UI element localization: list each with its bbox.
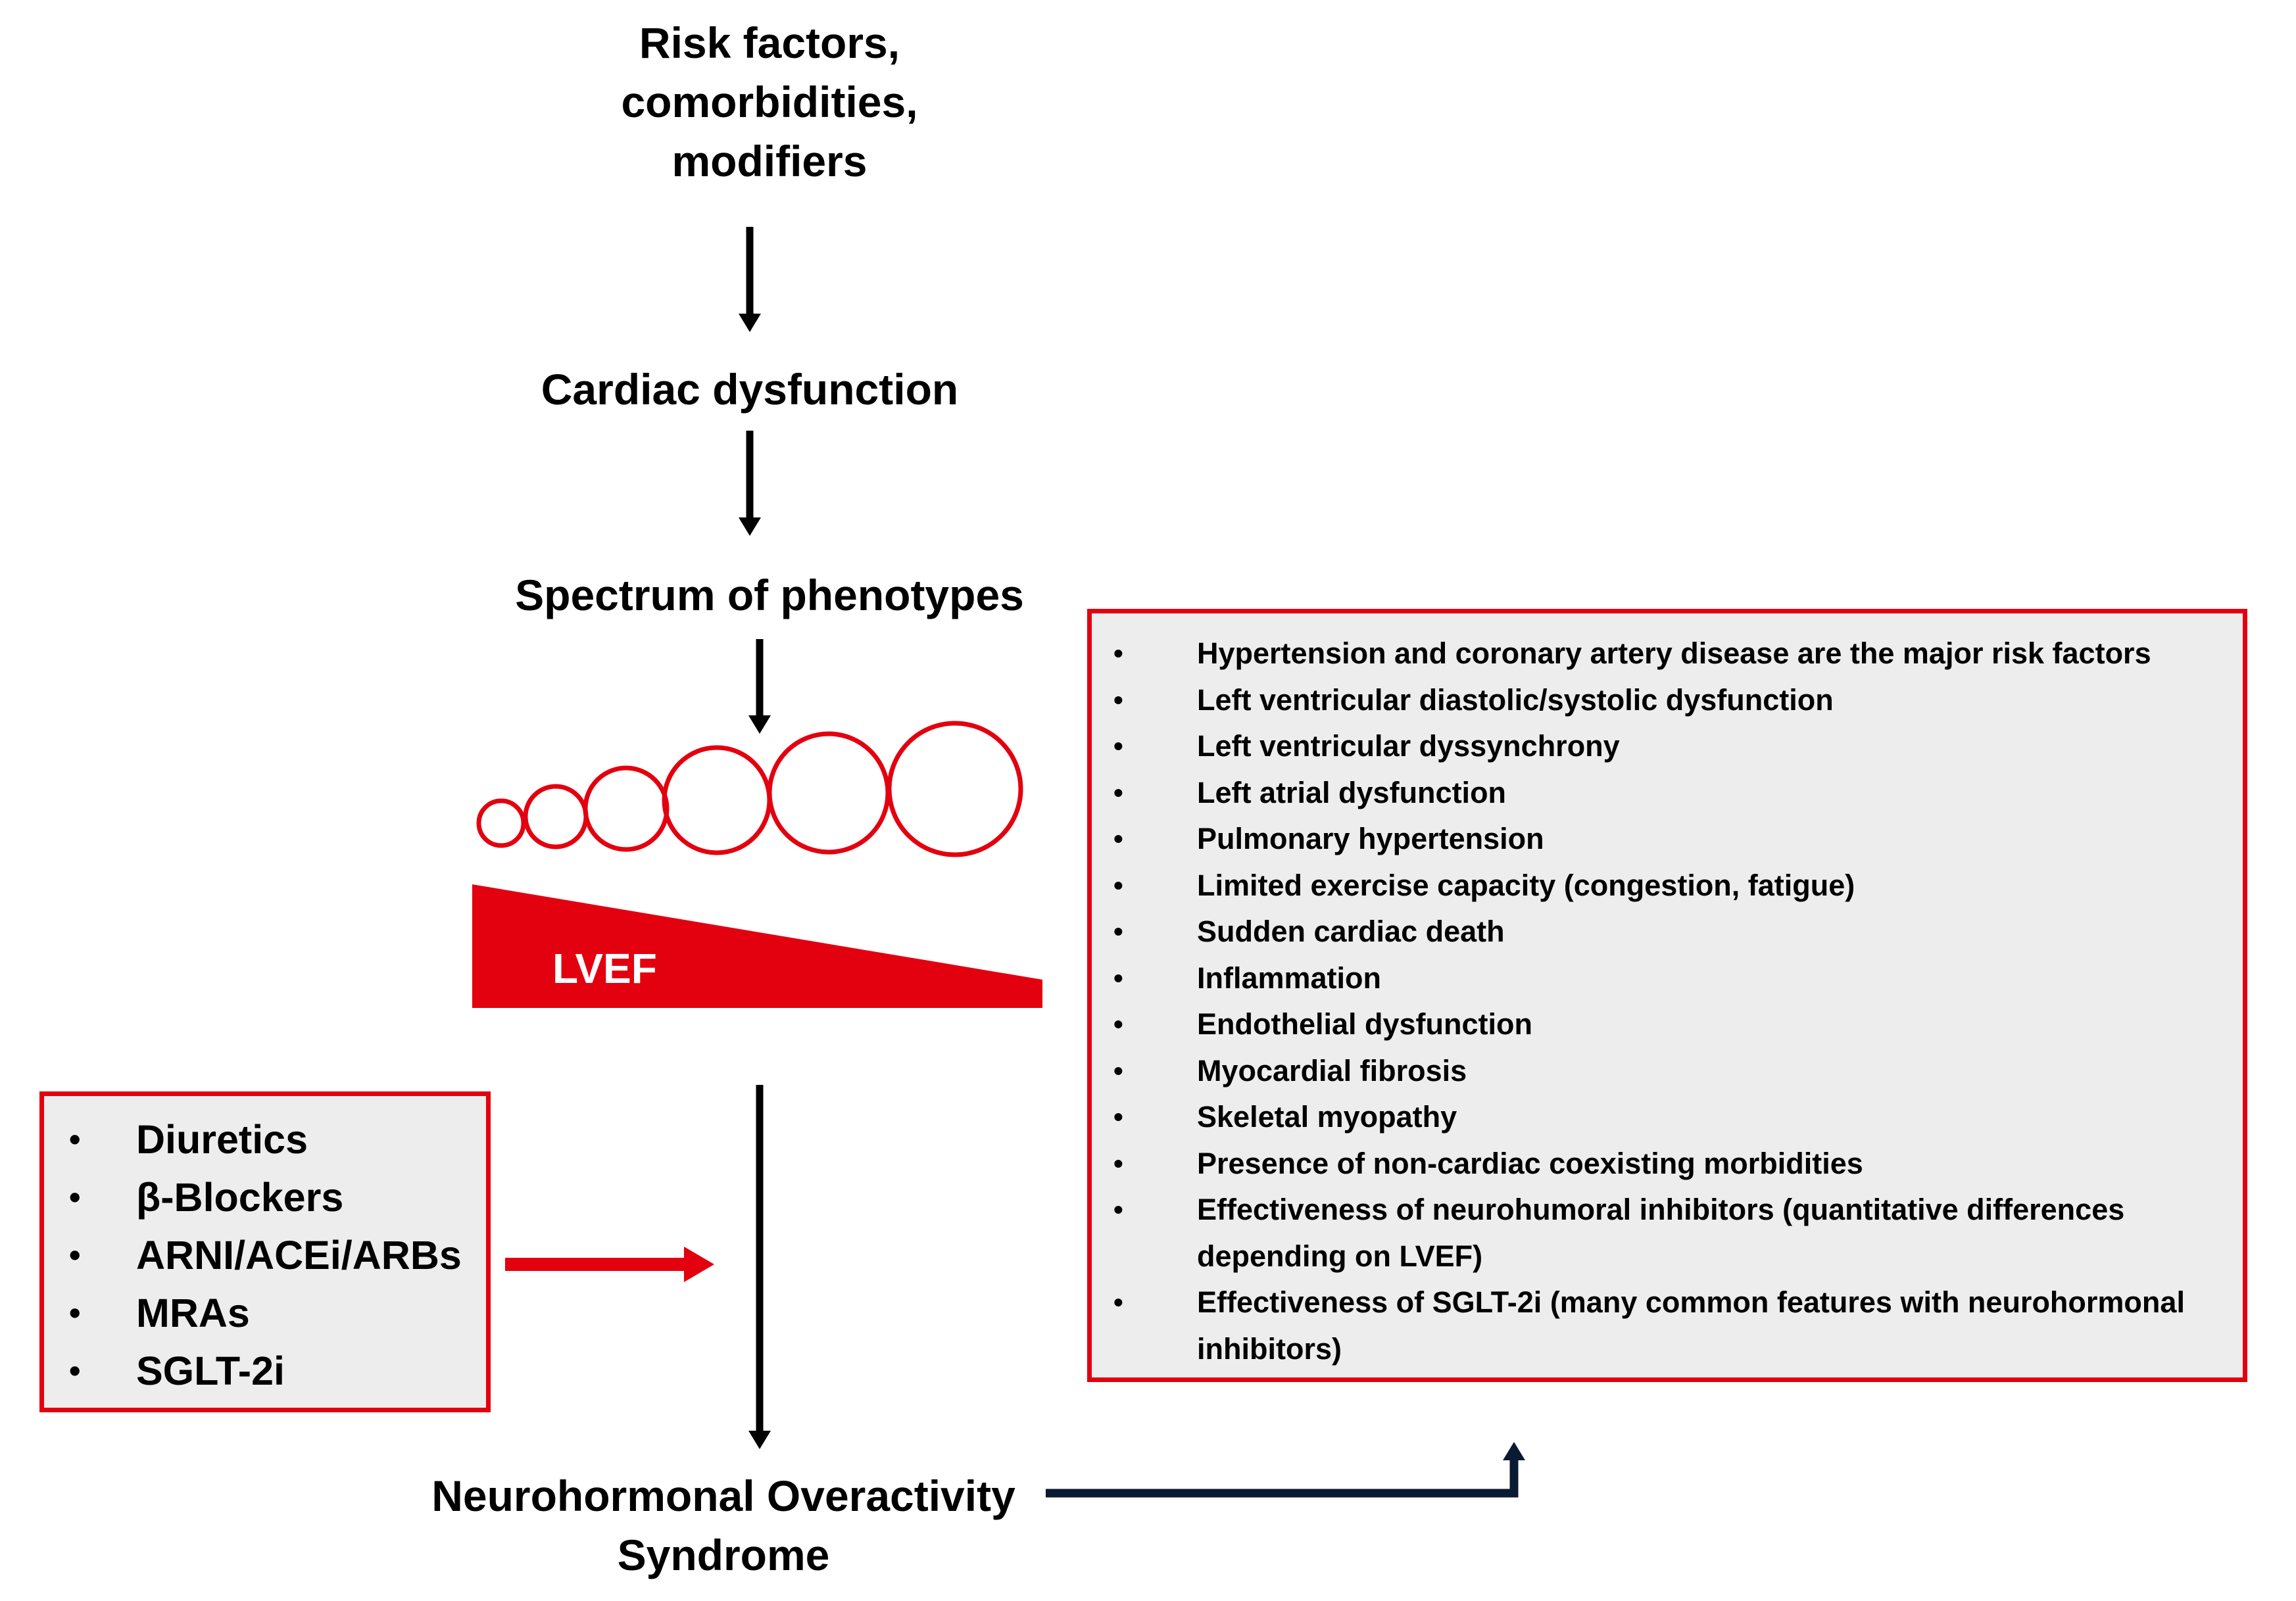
therapy-item: •ARNI/ACEi/ARBs — [69, 1233, 462, 1278]
feature-item: •Presence of non-cardiac coexisting morb… — [1113, 1146, 1863, 1180]
feature-item: •Left ventricular dyssynchrony — [1113, 729, 1620, 763]
therapy-item: •β-Blockers — [69, 1175, 344, 1220]
feature-item: •Effectiveness of SGLT-2i (many common f… — [1113, 1285, 2185, 1366]
feature-item: •Effectiveness of neurohumoral inhibitor… — [1113, 1193, 2125, 1273]
lvef-label: LVEF — [552, 945, 657, 992]
feature-item: •Left ventricular diastolic/systolic dys… — [1113, 682, 1834, 717]
feature-item: •Pulmonary hypertension — [1113, 822, 1544, 855]
features-box: •Hypertension and coronary artery diseas… — [1087, 609, 2247, 1382]
heart-size-circles — [476, 721, 1023, 857]
therapy-item: •MRAs — [69, 1291, 250, 1335]
feature-item: •Myocardial fibrosis — [1113, 1053, 1467, 1087]
feature-item: •Endothelial dysfunction — [1113, 1007, 1533, 1041]
features-list: •Hypertension and coronary artery diseas… — [1092, 631, 2216, 1372]
arrow-risk-to-dysfunction — [737, 227, 763, 332]
feature-item: •Left atrial dysfunction — [1113, 775, 1507, 809]
therapy-item: •Diuretics — [69, 1117, 308, 1162]
arrow-to-syndrome — [746, 1085, 773, 1450]
therapy-box: •Diuretics •β-Blockers •ARNI/ACEi/ARBs •… — [39, 1091, 491, 1412]
syndrome-label: Neurohormonal Overactivity Syndrome — [431, 1471, 1015, 1579]
circle-5 — [767, 731, 891, 855]
feature-item: •Sudden cardiac death — [1113, 915, 1505, 948]
circle-1 — [476, 798, 526, 848]
risk-factors-label: Risk factors, comorbidities, modifiers — [621, 18, 918, 185]
therapy-list: •Diuretics •β-Blockers •ARNI/ACEi/ARBs •… — [44, 1111, 486, 1400]
feature-item: •Limited exercise capacity (congestion, … — [1113, 868, 1855, 902]
circle-6 — [887, 721, 1023, 857]
syndrome-to-features-arrow — [1046, 1442, 1525, 1498]
therapy-arrow — [505, 1247, 714, 1282]
arrow-spectrum-to-phenotypes — [746, 639, 773, 734]
therapy-item: •SGLT-2i — [69, 1349, 285, 1393]
circle-2 — [523, 784, 589, 849]
cardiac-dysfunction-label: Cardiac dysfunction — [541, 365, 959, 414]
circle-3 — [583, 765, 670, 852]
feature-item: •Hypertension and coronary artery diseas… — [1113, 636, 2151, 670]
circle-4 — [662, 745, 772, 855]
feature-item: •Inflammation — [1113, 961, 1382, 995]
arrow-dysfunction-to-spectrum — [737, 431, 763, 536]
feature-item: •Skeletal myopathy — [1113, 1100, 1457, 1134]
spectrum-label: Spectrum of phenotypes — [515, 571, 1024, 619]
lvef-wedge — [472, 884, 1042, 1008]
phenotype-graphic: LVEF — [472, 721, 1042, 1008]
